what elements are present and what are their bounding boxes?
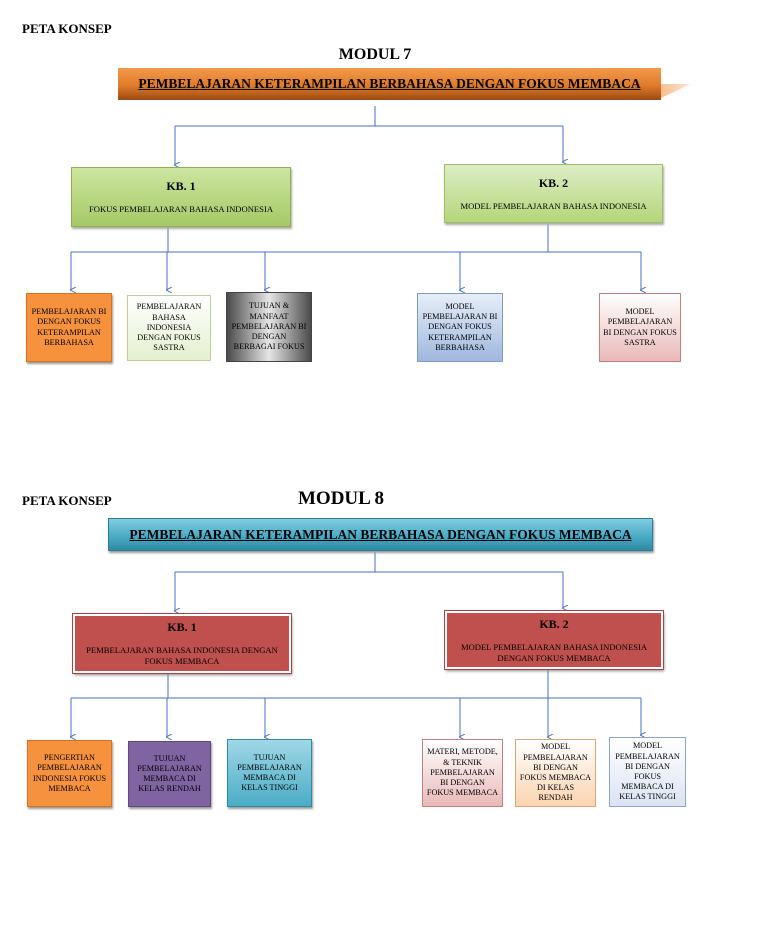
modul7-kb1-item-3: TUJUAN & MANFAAT PEMBELAJARAN BI DENGAN … [226, 292, 312, 362]
modul8-kb1-item-2: TUJUAN PEMBELAJARAN MEMBACA DI KELAS REN… [128, 741, 211, 807]
modul8-kb1-item-3: TUJUAN PEMBELAJARAN MEMBACA DI KELAS TIN… [227, 739, 312, 807]
peta-konsep-label: PETA KONSEP [22, 21, 112, 36]
modul7-kb1-item-2: PEMBELAJARAN BAHASA INDONESIA DENGAN FOK… [127, 295, 211, 361]
modul7-banner: PEMBELAJARAN KETERAMPILAN BERBAHASA DENG… [138, 76, 641, 91]
kb2-label: KB. 2 [539, 616, 569, 631]
modul7-kb1-item-1: PEMBELAJARAN BI DENGAN FOKUS KETERAMPILA… [26, 293, 112, 362]
kb2-label: KB. 2 [538, 175, 569, 190]
kb2-description: MODEL PEMBELAJARAN BAHASA INDONESIA [460, 200, 647, 211]
modul8-kb2-box: KB. 2 MODEL PEMBELAJARAN BAHASA INDONESI… [444, 610, 664, 670]
modul7-kb2-item-2: MODEL PEMBELAJARAN BI DENGAN FOKUS SASTR… [599, 293, 681, 362]
modul8-title: MODUL 8 [297, 488, 385, 509]
modul7-kb1-box: KB. 1 FOKUS PEMBELAJARAN BAHASA INDONESI… [71, 167, 291, 227]
modul8-kb1-item-1: PENGERTIAN PEMBELAJARAN INDONESIA FOKUS … [27, 740, 112, 807]
kb2-description: MODEL PEMBELAJARAN BAHASA INDONESIA DENG… [460, 641, 648, 663]
kb1-label: KB. 1 [167, 620, 197, 634]
kb1-description: PEMBELAJARAN BAHASA INDONESIA DENGAN FOK… [86, 645, 278, 666]
modul7-kb2-item-1: MODEL PEMBELAJARAN BI DENGAN FOKUS KETER… [417, 293, 503, 362]
modul8-kb2-item-3: MODEL PEMBELAJARAN BI DENGAN FOKUS MEMBA… [609, 737, 686, 807]
modul8-kb2-item-2: MODEL PEMBELAJARAN BI DENGAN FOKUS MEMBA… [515, 739, 596, 807]
kb1-description: FOKUS PEMBELAJARAN BAHASA INDONESIA [88, 204, 274, 214]
peta-konsep-label: PETA KONSEP [22, 493, 112, 508]
modul8-kb1-box: KB. 1 PEMBELAJARAN BAHASA INDONESIA DENG… [72, 613, 292, 674]
modul7-banner-shape [118, 68, 691, 100]
modul7-title: MODUL 7 [338, 46, 412, 63]
modul7-kb2-box: KB. 2 MODEL PEMBELAJARAN BAHASA INDONESI… [444, 164, 663, 223]
kb1-label: KB. 1 [166, 179, 196, 193]
modul8-banner: PEMBELAJARAN KETERAMPILAN BERBAHASA DENG… [108, 518, 653, 551]
modul8-kb2-item-1: MATERI, METODE, & TEKNIK PEMBELAJARAN BI… [422, 739, 503, 807]
